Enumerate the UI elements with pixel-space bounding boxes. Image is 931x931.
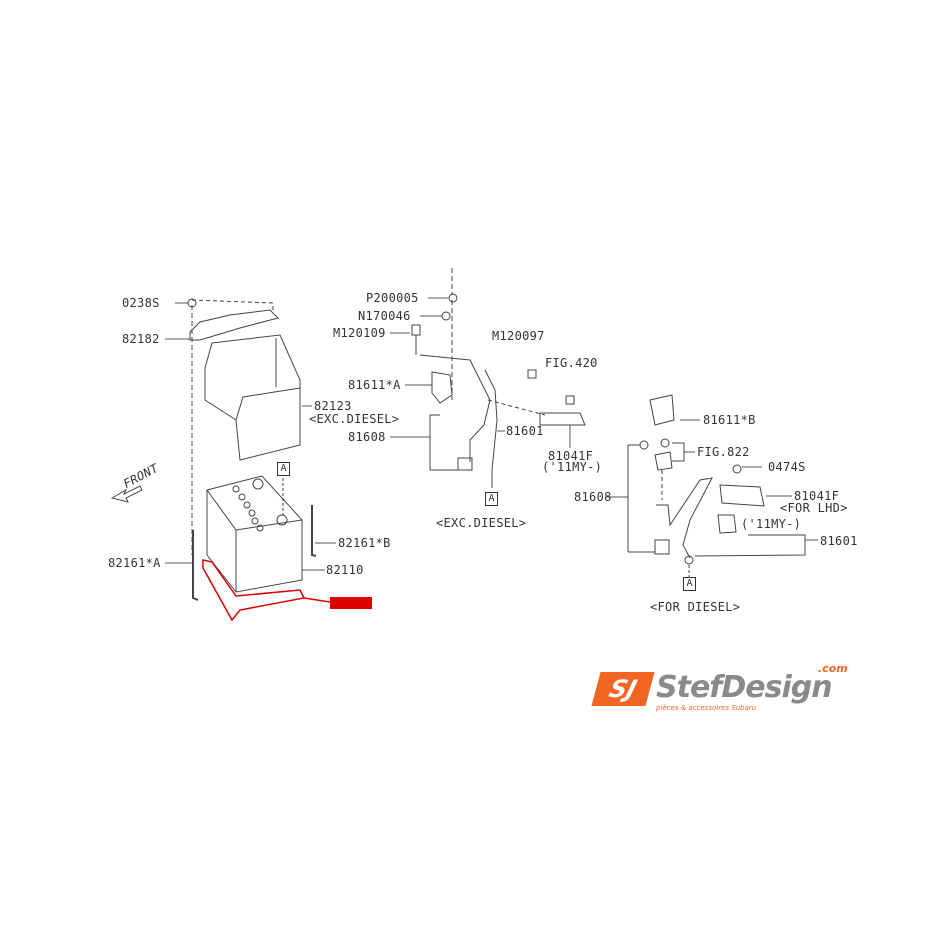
label-81601-exc-diesel: 81601 [506, 424, 544, 438]
logo-domain: .com [818, 662, 848, 675]
label-81611a: 81611*A [348, 378, 401, 392]
label-81041f-diesel: 81041F [794, 489, 840, 503]
label-fig420: FIG.420 [545, 356, 598, 370]
label-82161a: 82161*A [108, 556, 161, 570]
label-81608-exc-diesel: 81608 [348, 430, 386, 444]
logo-tagline: pièces & accessoires Subaru [656, 704, 757, 712]
label-p200005: P200005 [366, 291, 419, 305]
hold-rod-a [192, 530, 199, 601]
label-m120097: M120097 [492, 329, 545, 343]
battery-cable-harness-for-diesel [627, 394, 806, 578]
logo-name: StefDesign [656, 670, 833, 705]
hold-rod-b [311, 505, 317, 557]
front-arrow-icon [110, 485, 143, 503]
label-81041f-exc-diesel: 81041F [548, 449, 594, 463]
label-n170046: N170046 [358, 309, 411, 323]
terminal-cover-a [431, 371, 453, 404]
battery-cable-harness-exc-diesel [411, 268, 586, 490]
label-81611b: 81611*B [703, 413, 756, 427]
battery-cover [204, 334, 301, 461]
label-81608-diesel: 81608 [574, 490, 612, 504]
stefdesign-logo: SJ StefDesign .com pièces & accessoires … [591, 662, 856, 716]
label-for-lhd: <FOR LHD> [780, 501, 848, 515]
label-0474s: 0474S [768, 460, 806, 474]
label-exc-diesel-group: <EXC.DIESEL> [436, 516, 527, 530]
label-0238s: 0238S [122, 296, 160, 310]
label-82123: 82123 [314, 399, 352, 413]
ref-a-battery: A [277, 462, 290, 476]
label-82110: 82110 [326, 563, 364, 577]
ref-a-diesel: A [683, 577, 696, 591]
label-m120109: M120109 [333, 326, 386, 340]
label-fig822: FIG.822 [697, 445, 750, 459]
label-82161b: 82161*B [338, 536, 391, 550]
label-82122-highlighted[interactable]: 82122 [330, 596, 372, 610]
ref-a-exc-diesel: A [485, 492, 498, 506]
battery [206, 475, 303, 593]
label-82182: 82182 [122, 332, 160, 346]
label-11my-exc-diesel: ('11MY-) [542, 460, 603, 474]
label-exc-diesel-cover: <EXC.DIESEL> [309, 412, 400, 426]
label-for-diesel-group: <FOR DIESEL> [650, 600, 741, 614]
logo-mark: SJ [591, 672, 655, 706]
label-11my-diesel: ('11MY-) [741, 517, 802, 531]
battery-hold-bracket [187, 298, 279, 555]
label-81601-diesel: 81601 [820, 534, 858, 548]
